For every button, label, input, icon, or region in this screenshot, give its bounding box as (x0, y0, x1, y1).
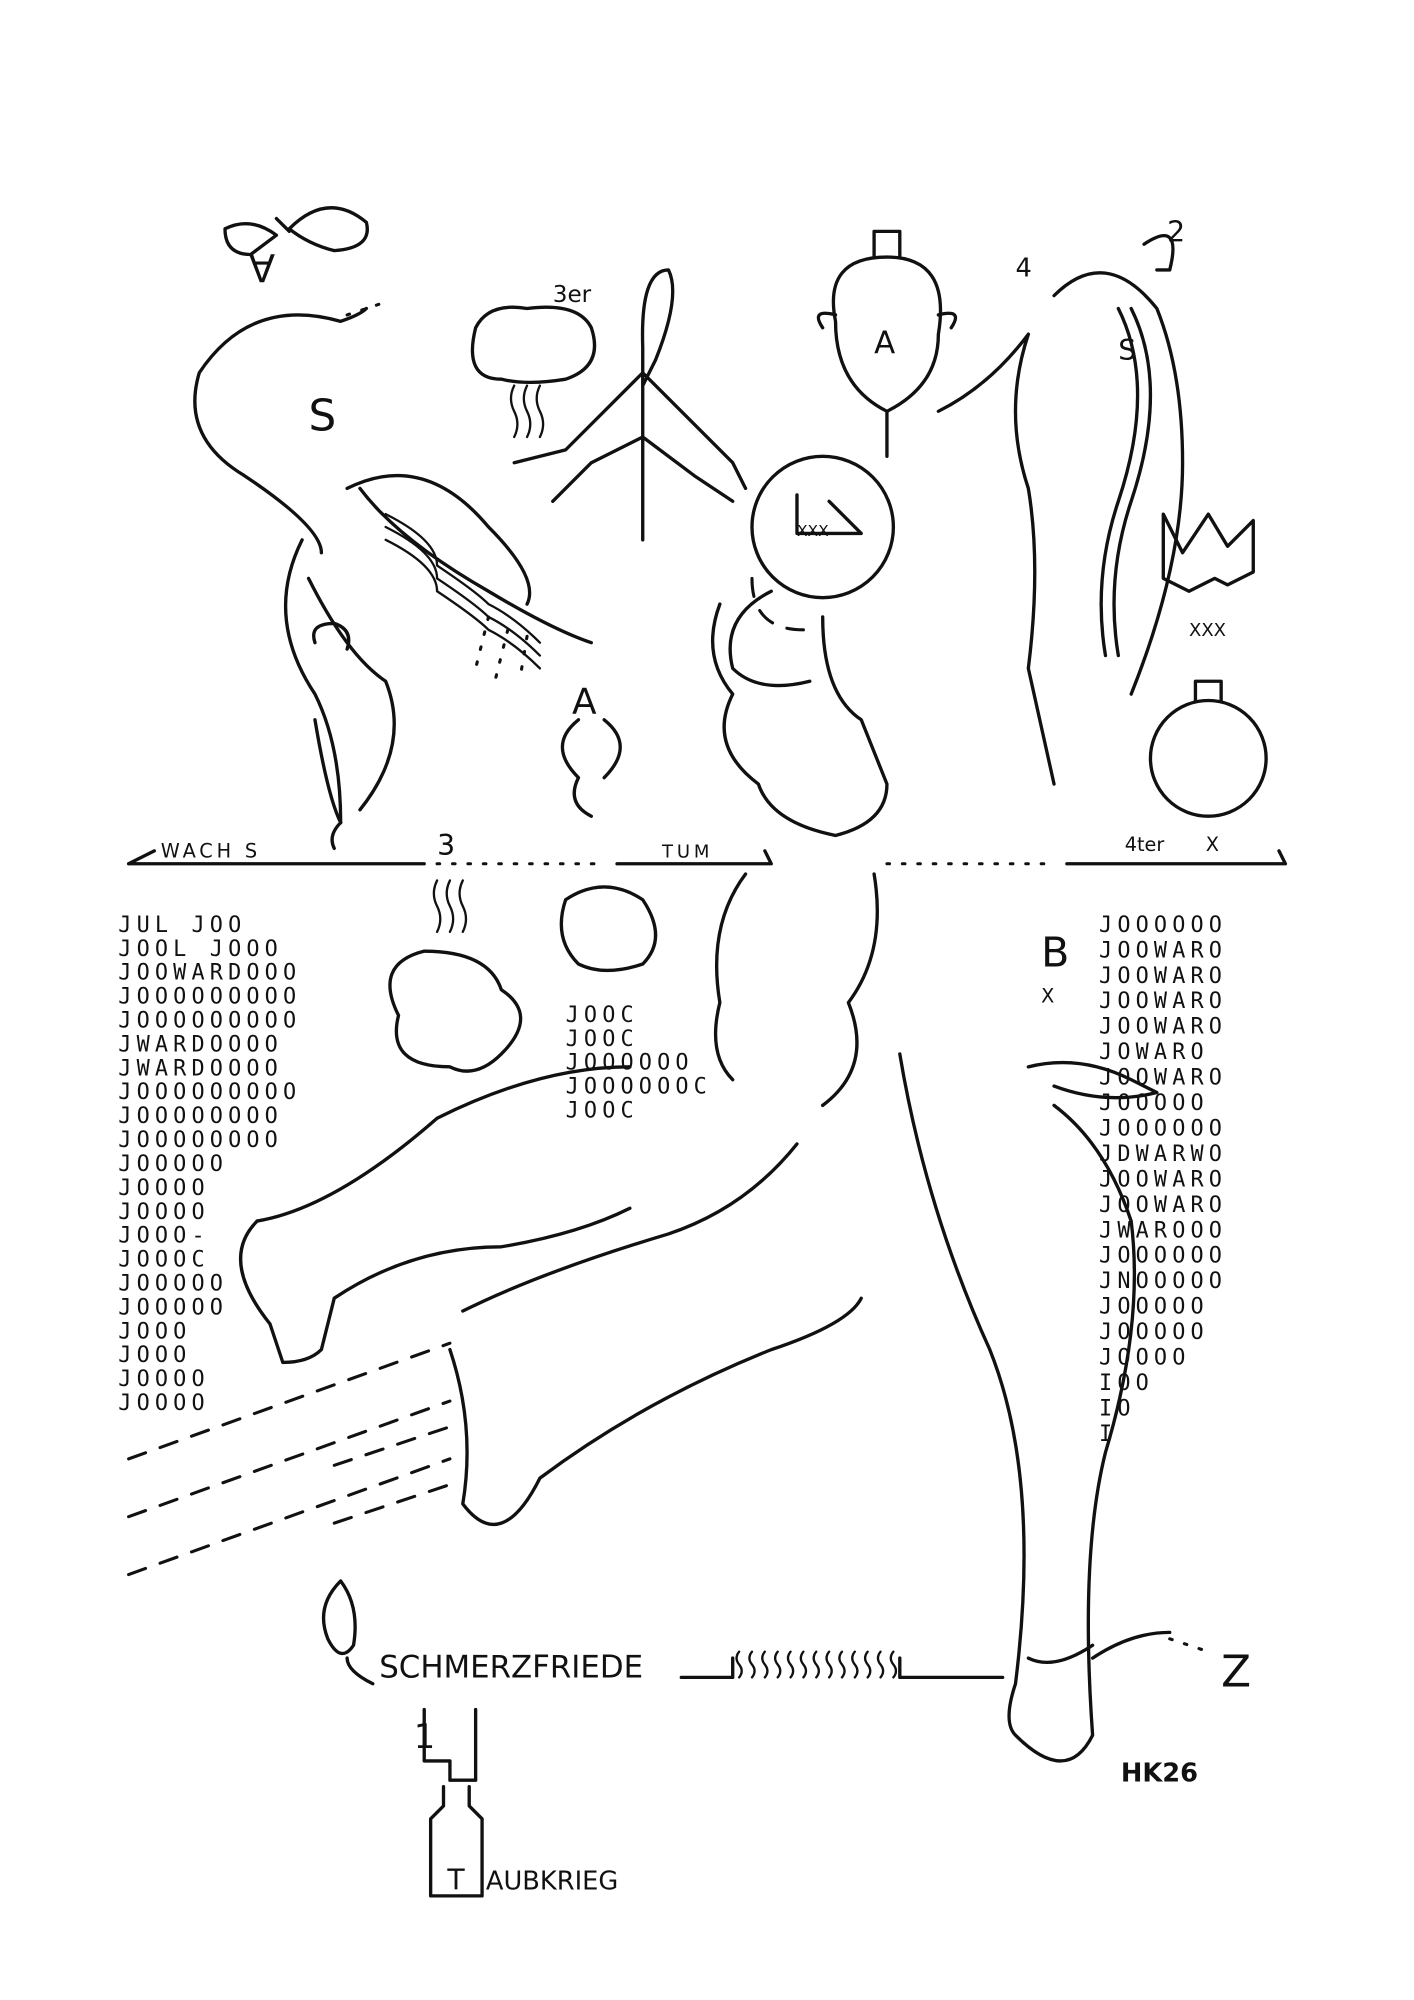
running-leg (448, 1142, 863, 1527)
grid-row: JOOO (118, 1343, 191, 1368)
label-4: 4 (1015, 253, 1031, 283)
label-2: 2 (1167, 216, 1185, 249)
grid-row: JOOWARO (1099, 989, 1227, 1014)
grid-row: JWARDOOOO (118, 1032, 283, 1057)
grid-row: JUL JOO (118, 913, 246, 938)
grid-row: JOOWARO (1099, 1015, 1227, 1040)
grid-row: JOOOO (1099, 1346, 1190, 1371)
grid-row: JOOWARO (1099, 938, 1227, 963)
grid-row: JDWARWO (1099, 1142, 1227, 1167)
grid-row: JOOO- (118, 1224, 209, 1249)
label-1: 1 (414, 1717, 435, 1756)
grid-row: JOOOOOOC (566, 1075, 712, 1100)
grid-row: JOOOOOOOO (118, 1104, 283, 1129)
grid-row: JOOOOO (1099, 1295, 1209, 1320)
grid-row: JOOO (118, 1319, 191, 1344)
grid-row: JNOOOOO (1099, 1269, 1227, 1294)
central-figure (710, 602, 889, 1108)
label-z: Z (1221, 1646, 1251, 1697)
grid-row: JOOWARO (1099, 1066, 1227, 1091)
grid-row: JOOOOOO (566, 1051, 694, 1076)
label-shoulder-s: S (1118, 334, 1136, 367)
torso-left (283, 473, 593, 825)
grid-row: JOOWARDOOO (118, 961, 301, 986)
grid-row: JOOWARO (1099, 964, 1227, 989)
label-3: 3 (437, 829, 455, 862)
grid-row: JOOL JOOO (118, 937, 283, 962)
head-shape (816, 229, 958, 458)
label-t: T (446, 1863, 465, 1896)
grid-row: JOOOOOO (1099, 1116, 1227, 1141)
grid-row: JOOOOO (118, 1271, 228, 1296)
grid-row: JOOOOOO (1099, 1244, 1227, 1269)
label-4ter: 4ter (1125, 833, 1165, 856)
torso-right (936, 271, 1185, 786)
signature: HK26 (1121, 1758, 1198, 1788)
grid-row: JOOWARO (1099, 1167, 1227, 1192)
grid-row: JOOOC (118, 1248, 209, 1273)
grid-row: JOOOO (118, 1200, 209, 1225)
label-wachs: WACH S (161, 839, 261, 862)
label-s: S (309, 391, 337, 442)
propeller-shape (223, 206, 369, 257)
standing-leg (898, 1052, 1137, 1763)
motion-lines (127, 1341, 452, 1577)
grid-row: JOOOOO (1099, 1320, 1209, 1345)
label-top-left-a: A (248, 244, 275, 289)
grid-row: JWAROOO (1099, 1218, 1227, 1243)
grid-row: JWARDOOOO (118, 1056, 283, 1081)
grid-row: JOOOOOOOO (118, 1128, 283, 1153)
left-leg (238, 1065, 632, 1365)
grid-row: JOOOOO (1099, 1091, 1209, 1116)
grid-row: JOOOOOOOOO (118, 1080, 301, 1105)
grid-row: JOOC (566, 1027, 639, 1052)
grid-row: JOOOOOO (1099, 913, 1227, 938)
label-3er: 3er (553, 282, 592, 308)
letter-grid-right: JOOOOOOJOOWAROJOOWAROJOOWAROJOOWAROJOWAR… (1099, 913, 1227, 1447)
grid-row: JOOOOOOOOO (118, 1009, 301, 1034)
grid-row: JOOOOO (118, 1295, 228, 1320)
grid-row: JOOOO (118, 1367, 209, 1392)
label-right-xxx: XXX (1189, 620, 1226, 641)
label-clock-xxx: XXX (797, 522, 829, 540)
label-x-top: X (1206, 833, 1219, 856)
grid-row: JOOOO (118, 1391, 209, 1416)
label-tum: TUM (661, 841, 713, 862)
cloud-shape (470, 305, 597, 385)
horizon-line (126, 849, 1288, 866)
grid-row: JOOOOOOOOO (118, 985, 301, 1010)
grid-row: JOOWARO (1099, 1193, 1227, 1218)
grid-row: JOOOO (118, 1176, 209, 1201)
grid-row: JOOC (566, 1098, 639, 1123)
clock-circle (750, 454, 896, 600)
grid-row: IO (1099, 1396, 1136, 1421)
label-schmerzfriede: SCHMERZFRIEDE (379, 1649, 643, 1685)
label-b: B (1041, 929, 1069, 977)
label-aubkrieg: AUBKRIEG (486, 1866, 618, 1896)
label-center-a: A (572, 681, 597, 722)
grid-row: JOOOOO (118, 1152, 228, 1177)
wave-pattern (735, 1650, 898, 1679)
blob-shape (193, 306, 369, 555)
tree-shape (512, 268, 748, 542)
label-x-left-b: X (1041, 985, 1054, 1008)
label-head-a: A (874, 325, 895, 361)
grid-row: JOOC (566, 1003, 639, 1028)
grid-row: I (1099, 1422, 1117, 1447)
grid-row: JOWARO (1099, 1040, 1209, 1065)
grid-row: IOO (1099, 1371, 1154, 1396)
